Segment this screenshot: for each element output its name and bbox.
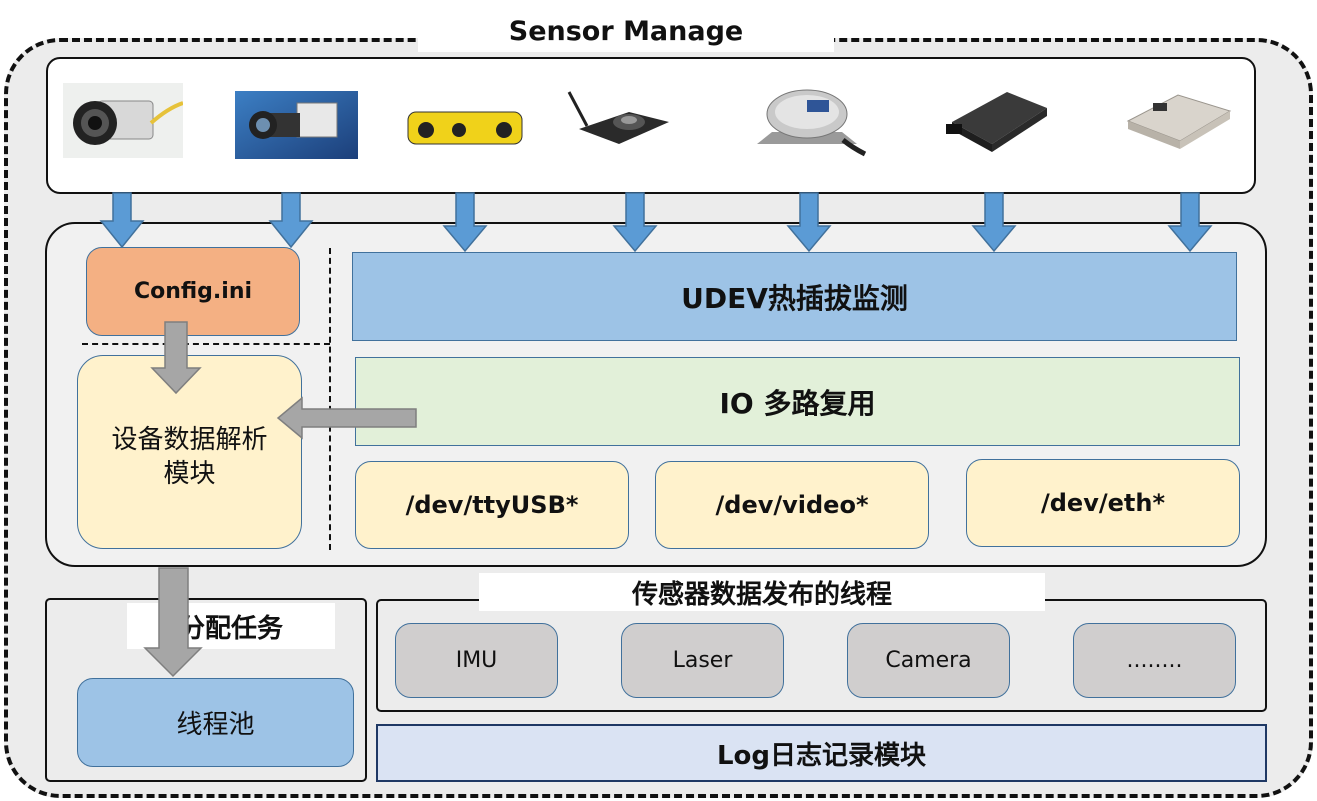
arrow-imu (786, 192, 832, 253)
log-module-box: Log日志记录模块 (376, 724, 1267, 782)
vertical-divider (329, 248, 331, 550)
horizontal-divider (82, 343, 330, 345)
publish-threads-label: 传感器数据发布的线程 (479, 573, 1045, 611)
config-ini-box: Config.ini (86, 247, 300, 336)
thread-camera-box: Camera (847, 623, 1010, 698)
arrow-config-to-parser (150, 321, 202, 395)
imu-image (747, 82, 867, 162)
arrow-io-to-parser (276, 396, 417, 440)
arrow-imu-board (1167, 192, 1213, 253)
arrow-camera-1 (99, 192, 145, 249)
camera-2-image (235, 91, 358, 159)
arrow-lidar (612, 192, 658, 253)
arrow-gps (971, 192, 1017, 253)
udev-hotplug-box: UDEV热插拔监测 (352, 252, 1237, 341)
device-parser-module: 设备数据解析 模块 (77, 355, 302, 549)
arrow-camera-2 (268, 192, 314, 249)
arrow-parser-to-pool (143, 567, 203, 678)
dev-video-box: /dev/video* (655, 461, 929, 549)
parser-line-1: 设备数据解析 (111, 425, 268, 455)
thread-pool-box: 线程池 (77, 678, 354, 767)
io-multiplex-box: IO 多路复用 (355, 357, 1240, 446)
parser-line-2: 模块 (163, 459, 216, 489)
lidar-image (559, 84, 683, 159)
diagram-title: Sensor Manage (418, 10, 834, 52)
thread-imu-box: IMU (395, 623, 558, 698)
thread-more-box: ........ (1073, 623, 1236, 698)
dev-ttyusb-box: /dev/ttyUSB* (355, 461, 629, 549)
arrow-stereo (442, 192, 488, 253)
dev-eth-box: /dev/eth* (966, 459, 1240, 547)
thread-laser-box: Laser (621, 623, 784, 698)
imu-board-image (1118, 83, 1238, 158)
gps-module-image (932, 82, 1055, 154)
camera-1-image (63, 83, 183, 158)
stereo-camera-image (404, 88, 526, 160)
